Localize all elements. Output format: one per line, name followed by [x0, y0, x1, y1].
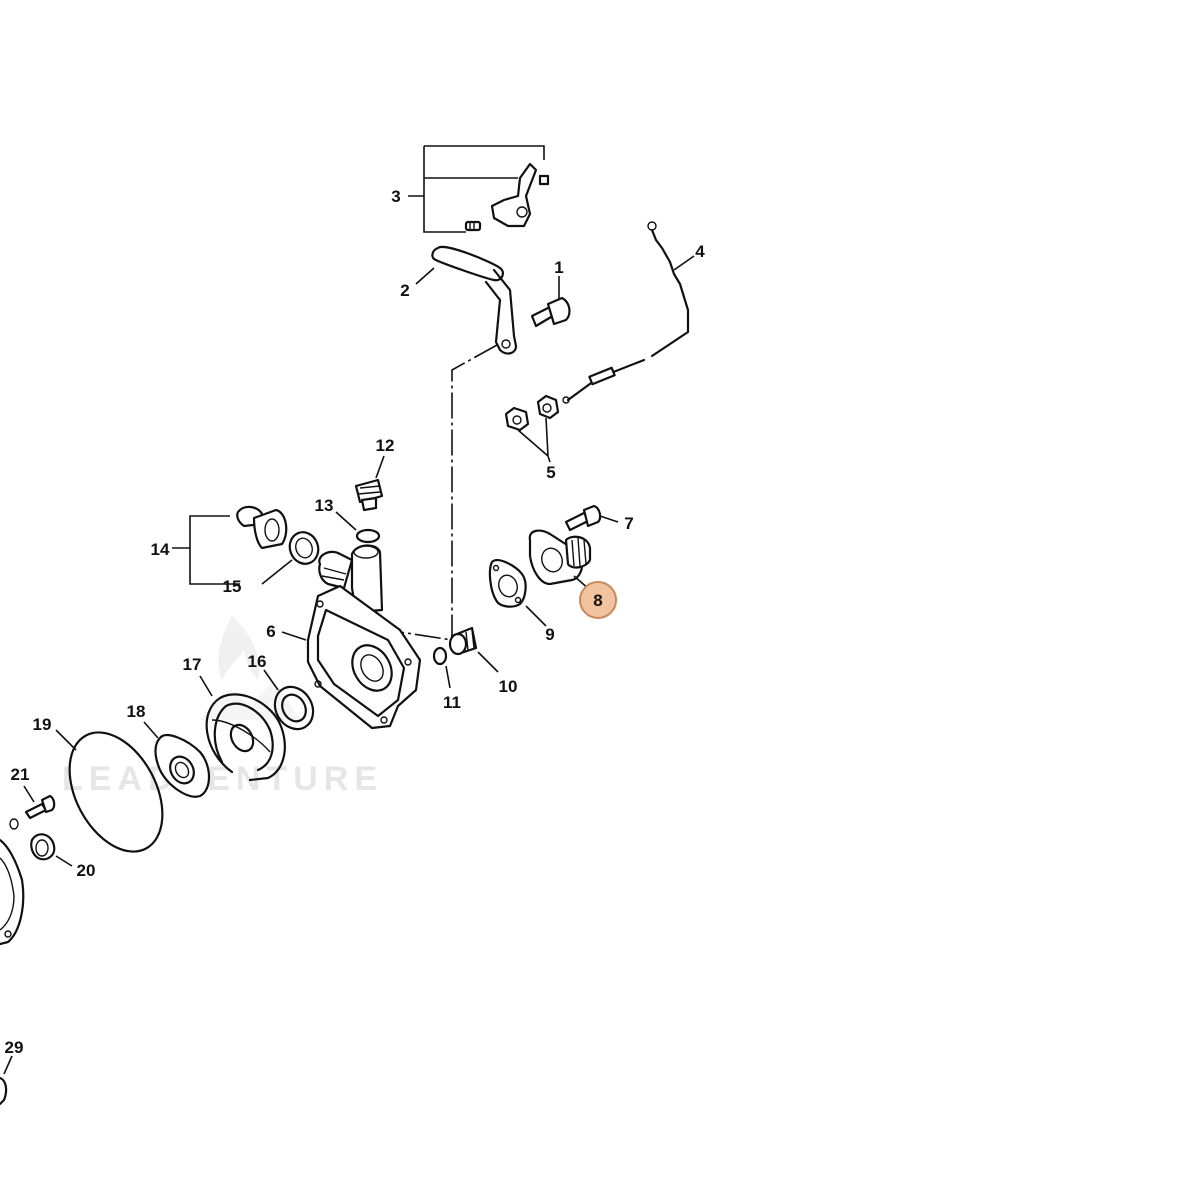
part-5-nuts: [504, 394, 560, 463]
part-19-large-o-ring: [55, 729, 164, 853]
assembly-line-lever: [399, 344, 498, 641]
part-cover-partial: [0, 838, 25, 946]
callout-6: 6: [266, 622, 275, 641]
part-12-plug: [354, 455, 385, 512]
callout-13: 13: [315, 496, 334, 515]
callout-18: 18: [127, 702, 146, 721]
callout-19: 19: [33, 715, 52, 734]
callout-29: 29: [5, 1038, 24, 1057]
callout-5: 5: [546, 463, 555, 482]
part-21-screw: [9, 785, 56, 830]
callout-8[interactable]: 8: [593, 591, 602, 610]
part-13-o-ring: [335, 511, 381, 544]
part-10-drain-plug: [448, 626, 499, 673]
callout-2: 2: [400, 281, 409, 300]
part-15-washer: [261, 531, 320, 585]
part-18-plate: [143, 721, 211, 798]
callout-4: 4: [695, 242, 705, 261]
part-3-throttle-assembly: [408, 145, 550, 233]
callout-1: 1: [554, 258, 563, 277]
part-1-bolt: [530, 276, 571, 328]
callout-3: 3: [391, 187, 400, 206]
part-7-screw: [564, 504, 619, 532]
callout-9: 9: [545, 625, 554, 644]
watermark-text: LEADVENTURE: [62, 760, 383, 798]
part-29-partial: [0, 1055, 13, 1106]
highlight-marker-8[interactable]: [579, 581, 617, 619]
callout-21: 21: [11, 765, 30, 784]
part-8-flange-fitting: [528, 529, 592, 591]
part-9-gasket: [488, 559, 547, 627]
part-20-bushing: [30, 833, 73, 867]
part-14-fitting: [172, 505, 288, 585]
callout-12: 12: [376, 436, 395, 455]
callout-20: 20: [77, 861, 96, 880]
callout-14: 14: [151, 540, 170, 559]
callout-7: 7: [624, 514, 633, 533]
part-4-cable: [562, 221, 695, 404]
part-6-housing: [281, 544, 422, 730]
part-16-seal: [263, 669, 315, 731]
callout-15: 15: [223, 577, 242, 596]
callout-10: 10: [499, 677, 518, 696]
part-17-impeller: [199, 675, 286, 782]
callout-11: 11: [443, 693, 461, 712]
callout-16: 16: [248, 652, 267, 671]
part-2-lever: [415, 245, 518, 355]
callout-17: 17: [183, 655, 202, 674]
part-11-o-ring: [432, 646, 451, 689]
